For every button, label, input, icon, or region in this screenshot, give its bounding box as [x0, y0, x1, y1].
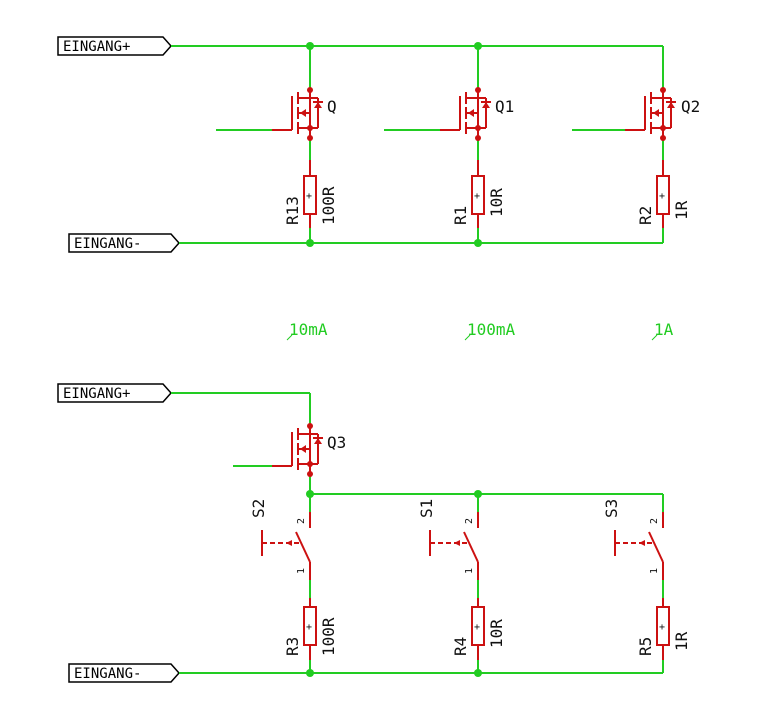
- mosfet-q1: [440, 87, 491, 141]
- switch-pin: 1: [296, 568, 307, 574]
- mosfet-q3: [272, 423, 323, 477]
- resistor-value: 100R: [319, 617, 338, 656]
- port-label: EINGANG-: [74, 666, 141, 682]
- resistor-name: R5: [636, 637, 655, 656]
- junction: [474, 669, 482, 677]
- port-label: EINGANG+: [63, 39, 130, 55]
- resistor-name: R13: [283, 196, 302, 225]
- svg-text:+: +: [474, 191, 480, 202]
- resistor-value: 1R: [672, 200, 691, 220]
- current-value: 1A: [654, 320, 674, 339]
- resistor-value: 10R: [487, 188, 506, 217]
- current-label-10ma: 10mA: [286, 320, 328, 341]
- port-label: EINGANG-: [74, 236, 141, 252]
- junction: [474, 42, 482, 50]
- current-value: 100mA: [467, 320, 516, 339]
- mosfet-label: Q2: [681, 97, 700, 116]
- current-value: 10mA: [289, 320, 328, 339]
- svg-text:+: +: [474, 622, 480, 633]
- port-eingang-minus-top: EINGANG-: [68, 233, 181, 253]
- switch-s2: [261, 512, 311, 580]
- switch-s1: [429, 512, 479, 580]
- resistor-name: R1: [451, 206, 470, 225]
- junction: [474, 239, 482, 247]
- junction: [474, 490, 482, 498]
- switch-name: S3: [602, 499, 621, 518]
- mosfet-label: Q: [327, 97, 337, 116]
- resistor-r3: +: [303, 598, 317, 660]
- mosfet-label: Q1: [495, 97, 514, 116]
- resistor-value: 10R: [487, 619, 506, 648]
- resistor-name: R4: [451, 637, 470, 656]
- switch-name: S2: [249, 499, 268, 518]
- switch-pin: 2: [649, 518, 660, 524]
- switch-name: S1: [417, 499, 436, 518]
- port-eingang-plus-top: EINGANG+: [57, 36, 173, 56]
- svg-text:+: +: [306, 191, 312, 202]
- switch-pin: 2: [464, 518, 475, 524]
- junction: [306, 669, 314, 677]
- svg-text:+: +: [659, 622, 665, 633]
- switch-s3: [614, 512, 664, 580]
- resistor-r5: +: [656, 598, 670, 660]
- switch-pin: 1: [649, 568, 660, 574]
- junction: [306, 490, 314, 498]
- current-label-100ma: 100mA: [464, 320, 516, 341]
- svg-text:+: +: [306, 622, 312, 633]
- port-label: EINGANG+: [63, 386, 130, 402]
- mosfet-label: Q3: [327, 433, 346, 452]
- current-label-1a: 1A: [651, 320, 674, 341]
- resistor-value: 1R: [672, 631, 691, 651]
- resistor-name: R2: [636, 206, 655, 225]
- resistor-r2: +: [656, 160, 670, 228]
- mosfet-q: [272, 87, 323, 141]
- switch-pin: 2: [296, 518, 307, 524]
- mosfet-q2: [625, 87, 676, 141]
- port-eingang-plus-bottom: EINGANG+: [57, 383, 173, 403]
- switch-pin: 1: [464, 568, 475, 574]
- resistor-name: R3: [283, 637, 302, 656]
- resistor-r4: +: [471, 598, 485, 660]
- junction: [306, 239, 314, 247]
- resistor-r13: +: [303, 160, 317, 228]
- svg-text:+: +: [659, 191, 665, 202]
- resistor-value: 100R: [319, 186, 338, 225]
- junction: [306, 42, 314, 50]
- port-eingang-minus-bottom: EINGANG-: [68, 663, 181, 683]
- resistor-r1: +: [471, 160, 485, 228]
